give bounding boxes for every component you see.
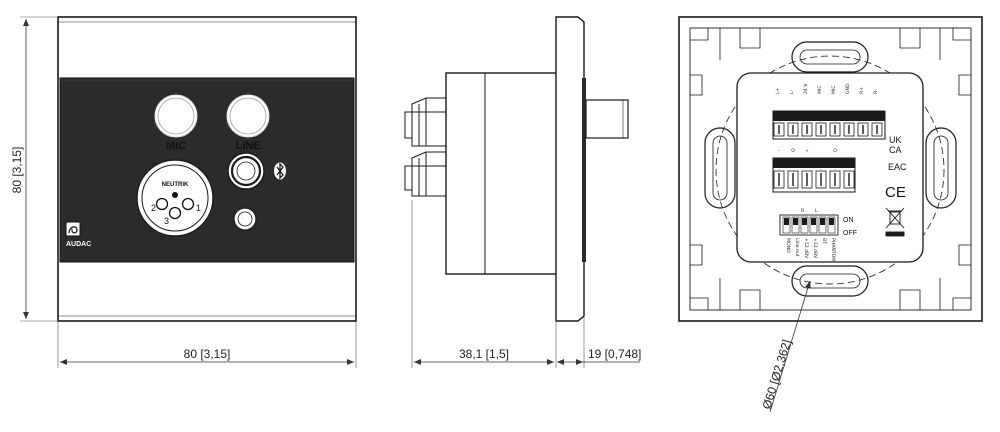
xlr-latch [172,192,178,198]
dip-label-l: L [815,208,818,214]
dip-switch: R L ON OFF [779,208,857,237]
term-low-label-2: O [791,148,795,154]
xlr-pin-2 [155,197,169,211]
pair-button-inner [237,211,253,227]
width-dimension: 80 [3,15] [184,347,231,361]
terminal-screw [801,122,813,137]
diameter-leader [769,280,811,413]
term-low-label-3: + [805,148,809,154]
terminal-screw [871,122,883,137]
logo-text: AUDAC [66,241,91,248]
terminal-screw [829,122,841,137]
term-label-4: MIC [817,85,823,94]
ukca-bottom: CA [889,145,902,155]
terminal-screw [857,122,869,137]
term-label-8: R- [873,89,879,94]
dip-switch-cell [827,216,836,234]
term-label-5: MIC [831,85,837,94]
xlr-connector: NEUTRIK 1 2 3 [136,159,214,237]
dip-sw-label-5: BT [821,238,827,244]
ukca-mark: UK CA [889,135,902,155]
dip-switch-cell [818,216,827,234]
dip-switch-cell [791,216,800,234]
terminal-screw [773,122,785,137]
xlr-brand: NEUTRIK [162,182,189,188]
terminal-screw [843,122,855,137]
mount-slot-top [791,41,869,73]
mic-button-inner [157,97,195,135]
side-terminal-upper [404,97,447,147]
line-button-inner [229,97,267,135]
term-low-label-1: - [778,149,780,154]
terminal-screw [787,170,799,189]
term-label-1: L+ [775,87,781,94]
terminal-block-lower [772,157,856,193]
xlr-pin-2-label: 2 [151,203,156,213]
back-view: L+ L- 24 V MIC MIC GND R+ R- - O + O UK … [678,16,983,413]
terminal-screw [815,170,827,189]
terminal-screw [787,122,799,137]
dip-sw-label-6: PHANTOM [830,238,836,261]
line-jack-inner [236,161,256,181]
dip-switch-cell [782,216,791,234]
xlr-pin-1-label: 1 [196,203,201,213]
dip-sw-label-4: +12 dBV [812,238,818,259]
mount-slot-bottom [791,265,869,297]
terminal-top-labels: L+ L- 24 V MIC MIC GND R+ R- [775,83,879,94]
side-knob [585,99,629,139]
dip-on-label: ON [843,217,854,224]
dip-sw-label-2: Line out [794,238,800,257]
ukca-top: UK [889,135,902,145]
dip-switch-cell [809,216,818,234]
front-depth-dimension: 19 [0,748] [588,347,641,361]
terminal-screw [801,170,813,189]
terminal-screw [843,170,855,189]
front-panel [59,77,355,263]
xlr-pin-1 [181,197,195,211]
xlr-pin-3-label: 3 [164,216,169,226]
dip-sw-label-1: MONO [785,238,791,253]
diameter-dimension: Ø60 [Ø2,362] [759,338,793,411]
bluetooth-icon [274,162,286,180]
mounting-circle [715,55,945,285]
line-label: LINE [235,140,260,152]
term-low-label-5: O [833,148,837,154]
term-label-6: GND [845,83,851,94]
eac-mark: EAC [888,162,907,172]
side-terminal-lower [404,151,447,197]
front-view: MIC LINE NEUTRIK 1 2 3 [10,16,357,368]
mount-slot-right [925,127,957,209]
term-label-3: 24 V [803,83,809,94]
term-label-7: R+ [859,87,865,94]
terminal-screw [815,122,827,137]
terminal-bottom-labels: - O + O [778,148,837,154]
back-frame-inner [689,27,972,311]
mic-label: MIC [166,140,186,152]
side-panel-face [582,78,586,262]
terminal-block-upper [772,110,886,140]
terminal-screw [773,170,785,189]
ce-mark: CE [885,184,906,201]
dip-switch-cell [800,216,809,234]
weee-bin-icon [885,207,905,237]
side-view: 38,1 [1,5] 19 [0,748] [404,16,641,368]
dip-switch-labels: MONO Line out +12 dBV +12 dBV BT PHANTOM [785,238,836,261]
side-front-plate [555,16,585,322]
dip-label-r: R [801,208,805,214]
back-frame-tabs [690,28,971,310]
term-label-2: L- [789,90,795,94]
xlr-pin-3 [168,206,182,220]
dip-sw-label-3: +12 dBV [803,238,809,259]
dip-off-label: OFF [843,230,857,237]
depth-dimension: 38,1 [1,5] [459,347,509,361]
height-dimension: 80 [3,15] [10,147,24,194]
audac-logo: AUDAC [65,221,91,248]
terminal-screw [829,170,841,189]
